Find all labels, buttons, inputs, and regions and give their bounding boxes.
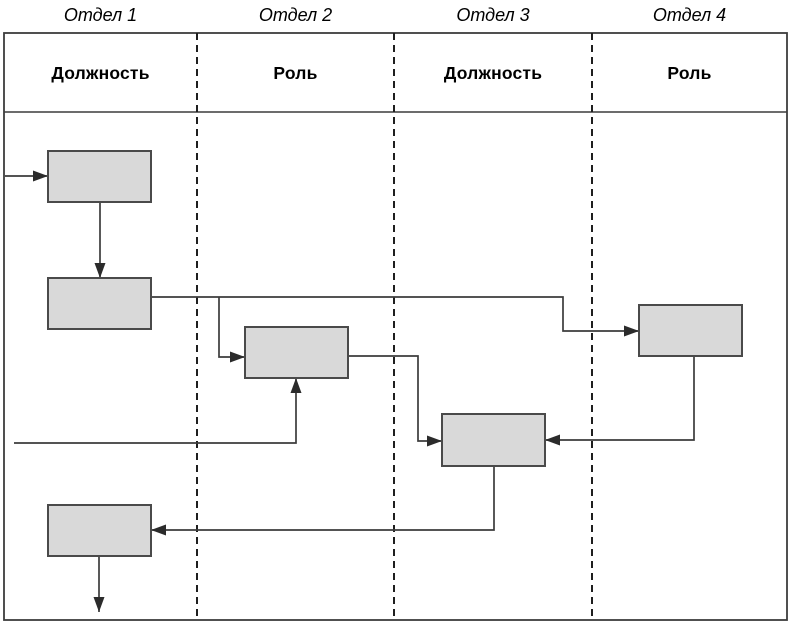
edge-external-to-box3-arrow: [14, 378, 302, 444]
diagram-frame: [3, 32, 788, 621]
process-box-2: [47, 277, 152, 330]
lane-title-1: Отдел 1: [63, 5, 138, 25]
process-box-1: [47, 150, 152, 203]
lane-title-3: Отдел 3: [456, 5, 530, 25]
process-box-6: [47, 504, 152, 557]
process-box-5: [638, 304, 743, 357]
edge-box4-to-box6-arrow: [151, 466, 495, 536]
lane-header-2: Роль: [273, 63, 318, 83]
edge-box5-to-box4-arrow: [545, 356, 695, 446]
lane-title-2: Отдел 2: [258, 5, 333, 25]
edge-box2-branch-to-box3-arrow: [218, 297, 245, 363]
edge-box2-to-box5-arrow: [151, 296, 639, 337]
edge-box3-to-box4-arrow: [348, 355, 442, 447]
lane-header-1: Должность: [51, 63, 150, 83]
lane-header-4: Роль: [667, 63, 712, 83]
process-box-3: [244, 326, 349, 379]
lane-title-4: Отдел 4: [652, 5, 727, 25]
process-box-4: [441, 413, 546, 467]
lane-header-3: Должность: [443, 63, 543, 83]
